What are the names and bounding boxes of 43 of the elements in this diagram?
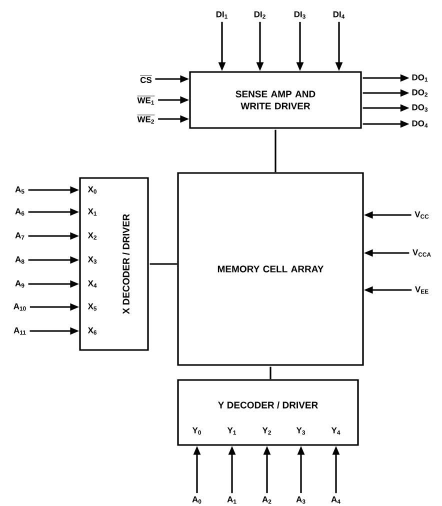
pin-label: X$_{0}$ bbox=[88, 186, 97, 194]
signal-label: V$_{EE}$ bbox=[415, 286, 428, 294]
connector-line bbox=[150, 263, 178, 265]
signal-label: A$_{6}$ bbox=[15, 208, 24, 216]
pin-label: X$_{4}$ bbox=[88, 280, 97, 288]
connector-line bbox=[270, 366, 272, 380]
signal-label: A$_{10}$ bbox=[14, 303, 26, 311]
signal-label: DO$_{2}$ bbox=[412, 89, 428, 97]
signal-label: A$_{9}$ bbox=[15, 280, 24, 288]
signal-label: WE$_{2}$ bbox=[137, 114, 155, 124]
pin-label: X$_{1}$ bbox=[88, 208, 97, 216]
pin-label: X$_{5}$ bbox=[88, 303, 97, 311]
pin-label: Y$_{1}$ bbox=[227, 427, 236, 435]
signal-label: DI$_{2}$ bbox=[254, 11, 266, 19]
driver-box: SENSE AMP AND WRITE DRIVER bbox=[189, 71, 362, 129]
signal-label: A$_{2}$ bbox=[262, 496, 272, 504]
pin-label: X$_{2}$ bbox=[88, 232, 97, 240]
pin-label: Y$_{3}$ bbox=[296, 427, 306, 435]
signal-label: WE$_{1}$ bbox=[137, 96, 155, 105]
signal-label: A$_{11}$ bbox=[14, 327, 26, 335]
signal-label: A$_{8}$ bbox=[15, 256, 24, 264]
array-box: MEMORY CELL ARRAY bbox=[177, 172, 364, 366]
pin-label: Y$_{2}$ bbox=[262, 427, 271, 435]
signal-label: DO$_{4}$ bbox=[412, 120, 428, 128]
connector-line bbox=[274, 130, 276, 172]
signal-label: A$_{7}$ bbox=[15, 232, 24, 240]
pin-label: Y$_{0}$ bbox=[192, 427, 201, 435]
signal-label: DI$_{1}$ bbox=[216, 11, 228, 19]
signal-label: DI$_{3}$ bbox=[294, 11, 306, 19]
signal-label: DO$_{3}$ bbox=[412, 104, 428, 112]
signal-label: V$_{CC}$ bbox=[414, 211, 429, 219]
signal-label: A$_{3}$ bbox=[296, 496, 306, 504]
signal-label: CS bbox=[140, 75, 152, 83]
signal-label: DO$_{1}$ bbox=[412, 74, 428, 82]
signal-label: A$_{5}$ bbox=[15, 186, 24, 194]
pin-label: Y$_{4}$ bbox=[331, 427, 340, 435]
signal-label: V$_{CCA}$ bbox=[412, 249, 431, 257]
signal-label: DI$_{4}$ bbox=[333, 11, 345, 19]
pin-label: X$_{6}$ bbox=[88, 327, 97, 335]
signal-label: A$_{1}$ bbox=[227, 496, 236, 504]
signal-label: A$_{4}$ bbox=[331, 496, 340, 504]
pin-label: X$_{3}$ bbox=[88, 256, 97, 264]
signal-label: A$_{0}$ bbox=[192, 496, 202, 504]
